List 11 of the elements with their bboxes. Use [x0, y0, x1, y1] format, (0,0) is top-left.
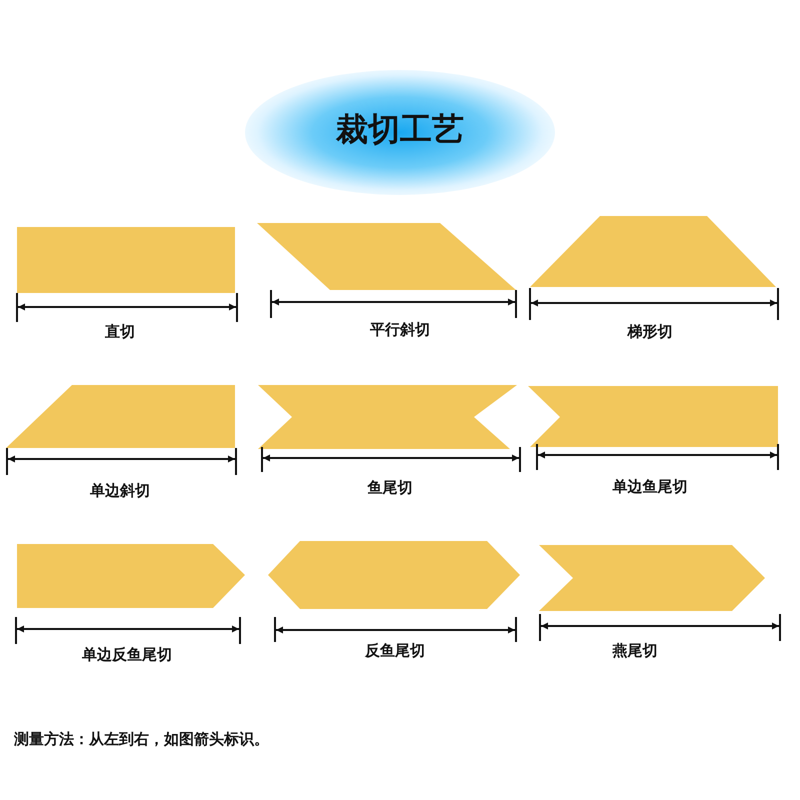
title: 裁切工艺 [336, 109, 464, 150]
shape-label: 反鱼尾切 [365, 642, 425, 660]
shape-label: 梯形切 [628, 322, 672, 342]
shape-label: 燕尾切 [612, 642, 658, 660]
shape-label: 鱼尾切 [368, 478, 412, 498]
shape-label: 平行斜切 [370, 320, 430, 340]
shape-label: 单边鱼尾切 [612, 478, 688, 496]
shape-label: 直切 [105, 322, 135, 342]
shape-label: 单边斜切 [90, 482, 150, 500]
shape-label: 单边反鱼尾切 [82, 646, 172, 664]
note: 测量方法：从左到右，如图箭头标识。 [14, 730, 269, 749]
